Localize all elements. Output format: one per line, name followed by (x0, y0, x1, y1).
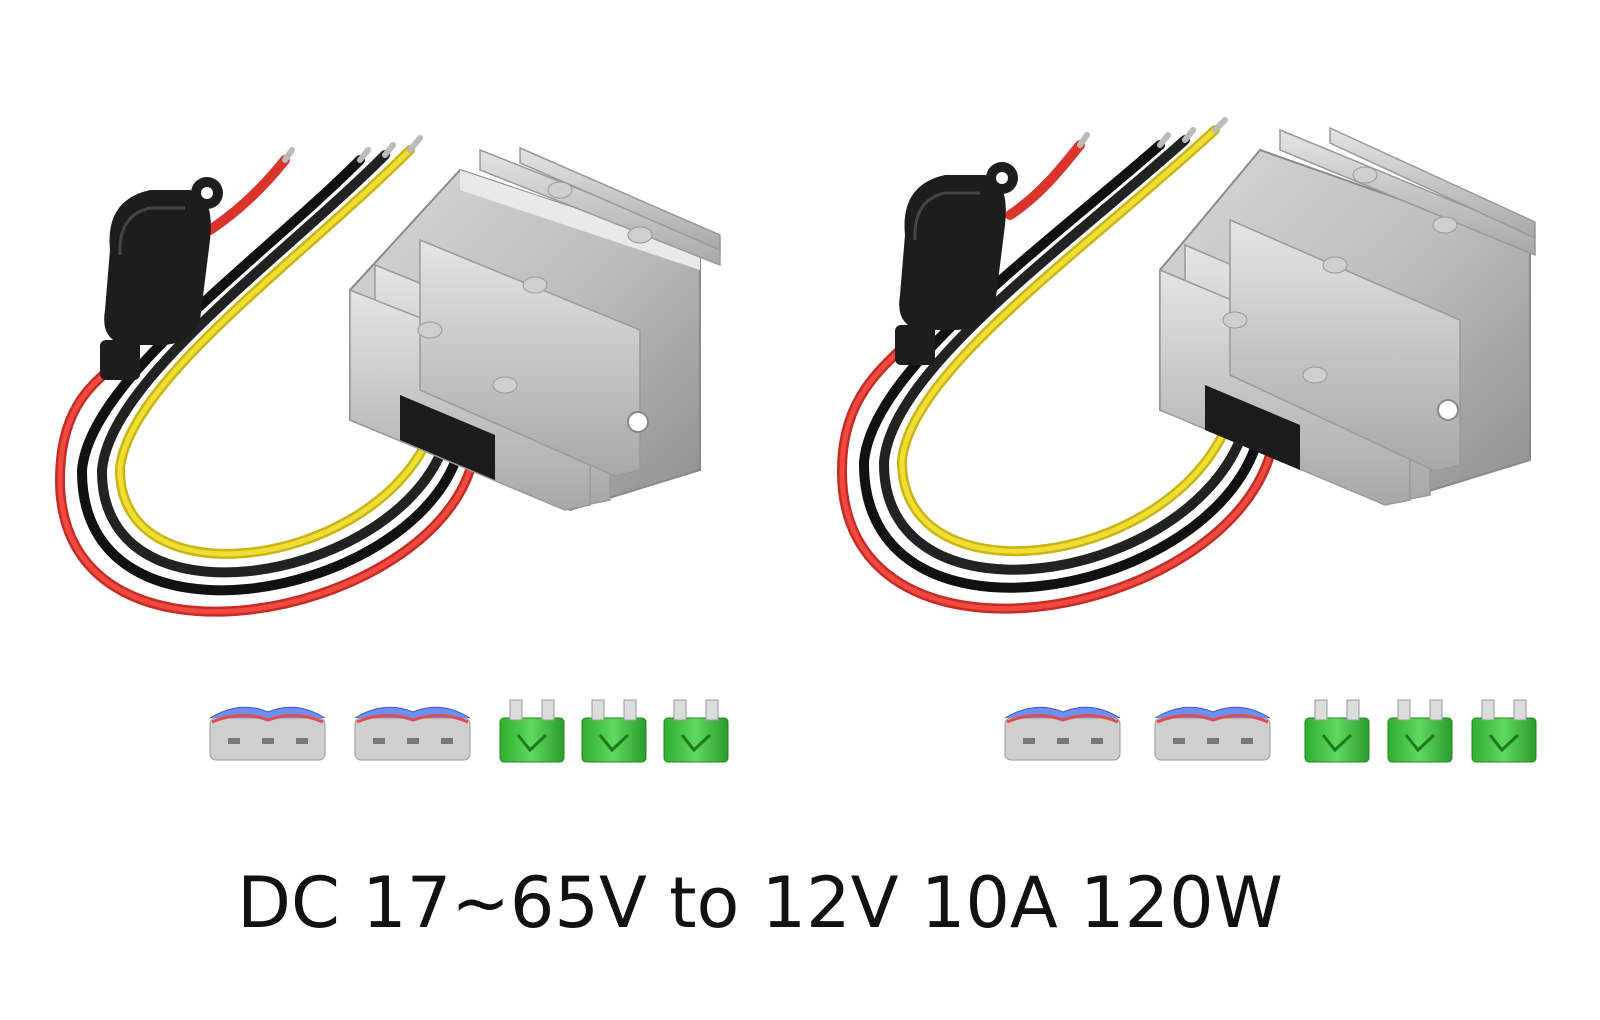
blade-fuse-2 (1387, 699, 1453, 763)
blade-fuse-3 (663, 699, 729, 763)
wire-bundle (54, 135, 475, 617)
blade-fuse-1 (499, 699, 565, 763)
wire-connector-1 (1004, 706, 1121, 761)
wire-connector-1 (209, 706, 326, 761)
converter-product-right (800, 0, 1600, 820)
product-spec-caption: DC 17~65V to 12V 10A 120W (237, 862, 1283, 944)
blade-fuse-2 (581, 699, 647, 763)
converter-product-left (0, 0, 800, 820)
aluminum-heatsink-housing (1159, 126, 1536, 506)
fuse-holder (895, 162, 1018, 365)
aluminum-heatsink-housing (349, 146, 721, 512)
wire-connector-2 (1154, 706, 1271, 761)
fuse-holder (100, 177, 223, 380)
blade-fuse-1 (1304, 699, 1370, 763)
wire-connector-2 (354, 706, 471, 761)
blade-fuse-3 (1471, 699, 1537, 763)
wire-bundle (836, 117, 1275, 614)
